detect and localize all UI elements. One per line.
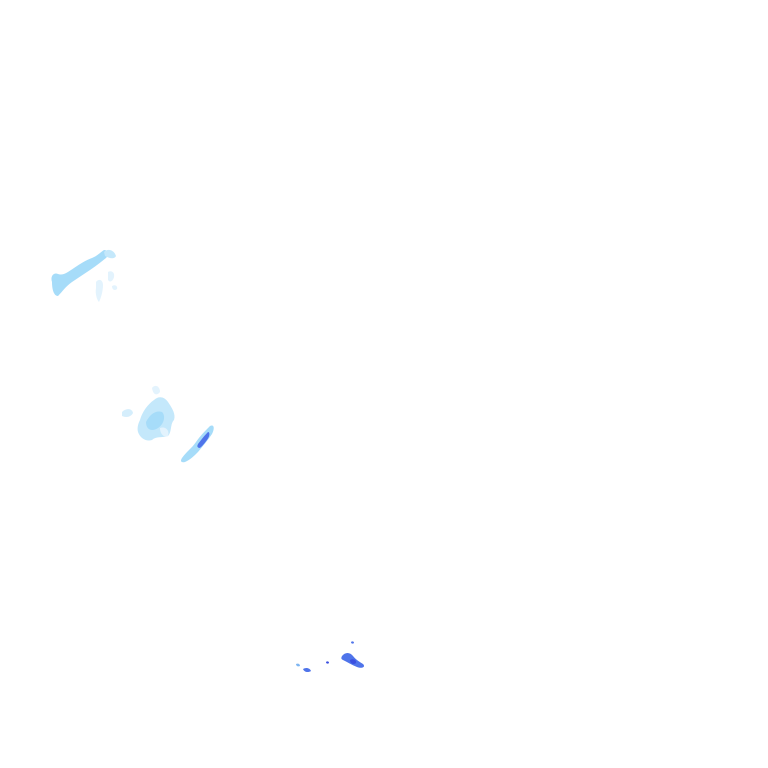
echo-southern-cell: [296, 641, 365, 673]
central-streak-core: [197, 432, 210, 448]
northwest-band-fringe: [108, 271, 115, 282]
northwest-band-fringe: [104, 249, 116, 259]
northwest-band-fringe: [112, 285, 118, 290]
central-cluster-fringe: [152, 385, 160, 395]
echo-central-cluster: [122, 385, 175, 441]
southern-cell-fragment: [351, 641, 354, 644]
southern-cell-fragment: [303, 667, 311, 673]
echo-central-streak: [181, 425, 214, 463]
central-cluster-fringe: [160, 427, 169, 437]
northwest-band-body: [51, 250, 109, 296]
southern-cell-fragment: [296, 663, 300, 667]
southern-cell-fragment: [350, 659, 357, 664]
echo-northwest-band: [51, 249, 118, 302]
central-cluster-fringe: [122, 409, 133, 417]
southern-cell-fragment: [326, 661, 329, 664]
northwest-band-fringe: [95, 279, 103, 302]
central-cluster-core: [146, 411, 165, 430]
